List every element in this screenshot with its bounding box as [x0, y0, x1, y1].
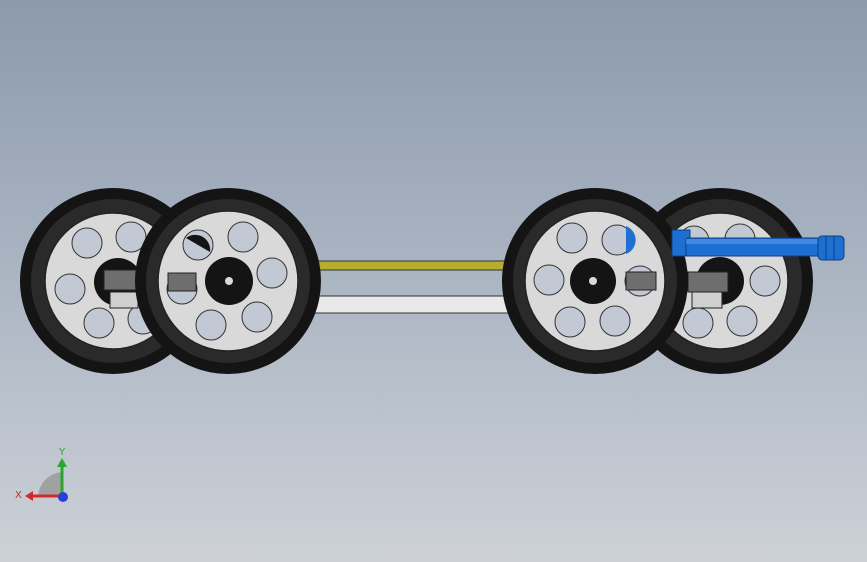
axis-label-x: X	[15, 490, 22, 501]
reference-triad-icon: Y X	[15, 447, 68, 502]
wheel-front-right[interactable]	[502, 188, 688, 374]
motor-assembly[interactable]	[671, 229, 845, 261]
wheel-front-left[interactable]	[135, 188, 321, 374]
axis-label-y: Y	[58, 447, 66, 458]
